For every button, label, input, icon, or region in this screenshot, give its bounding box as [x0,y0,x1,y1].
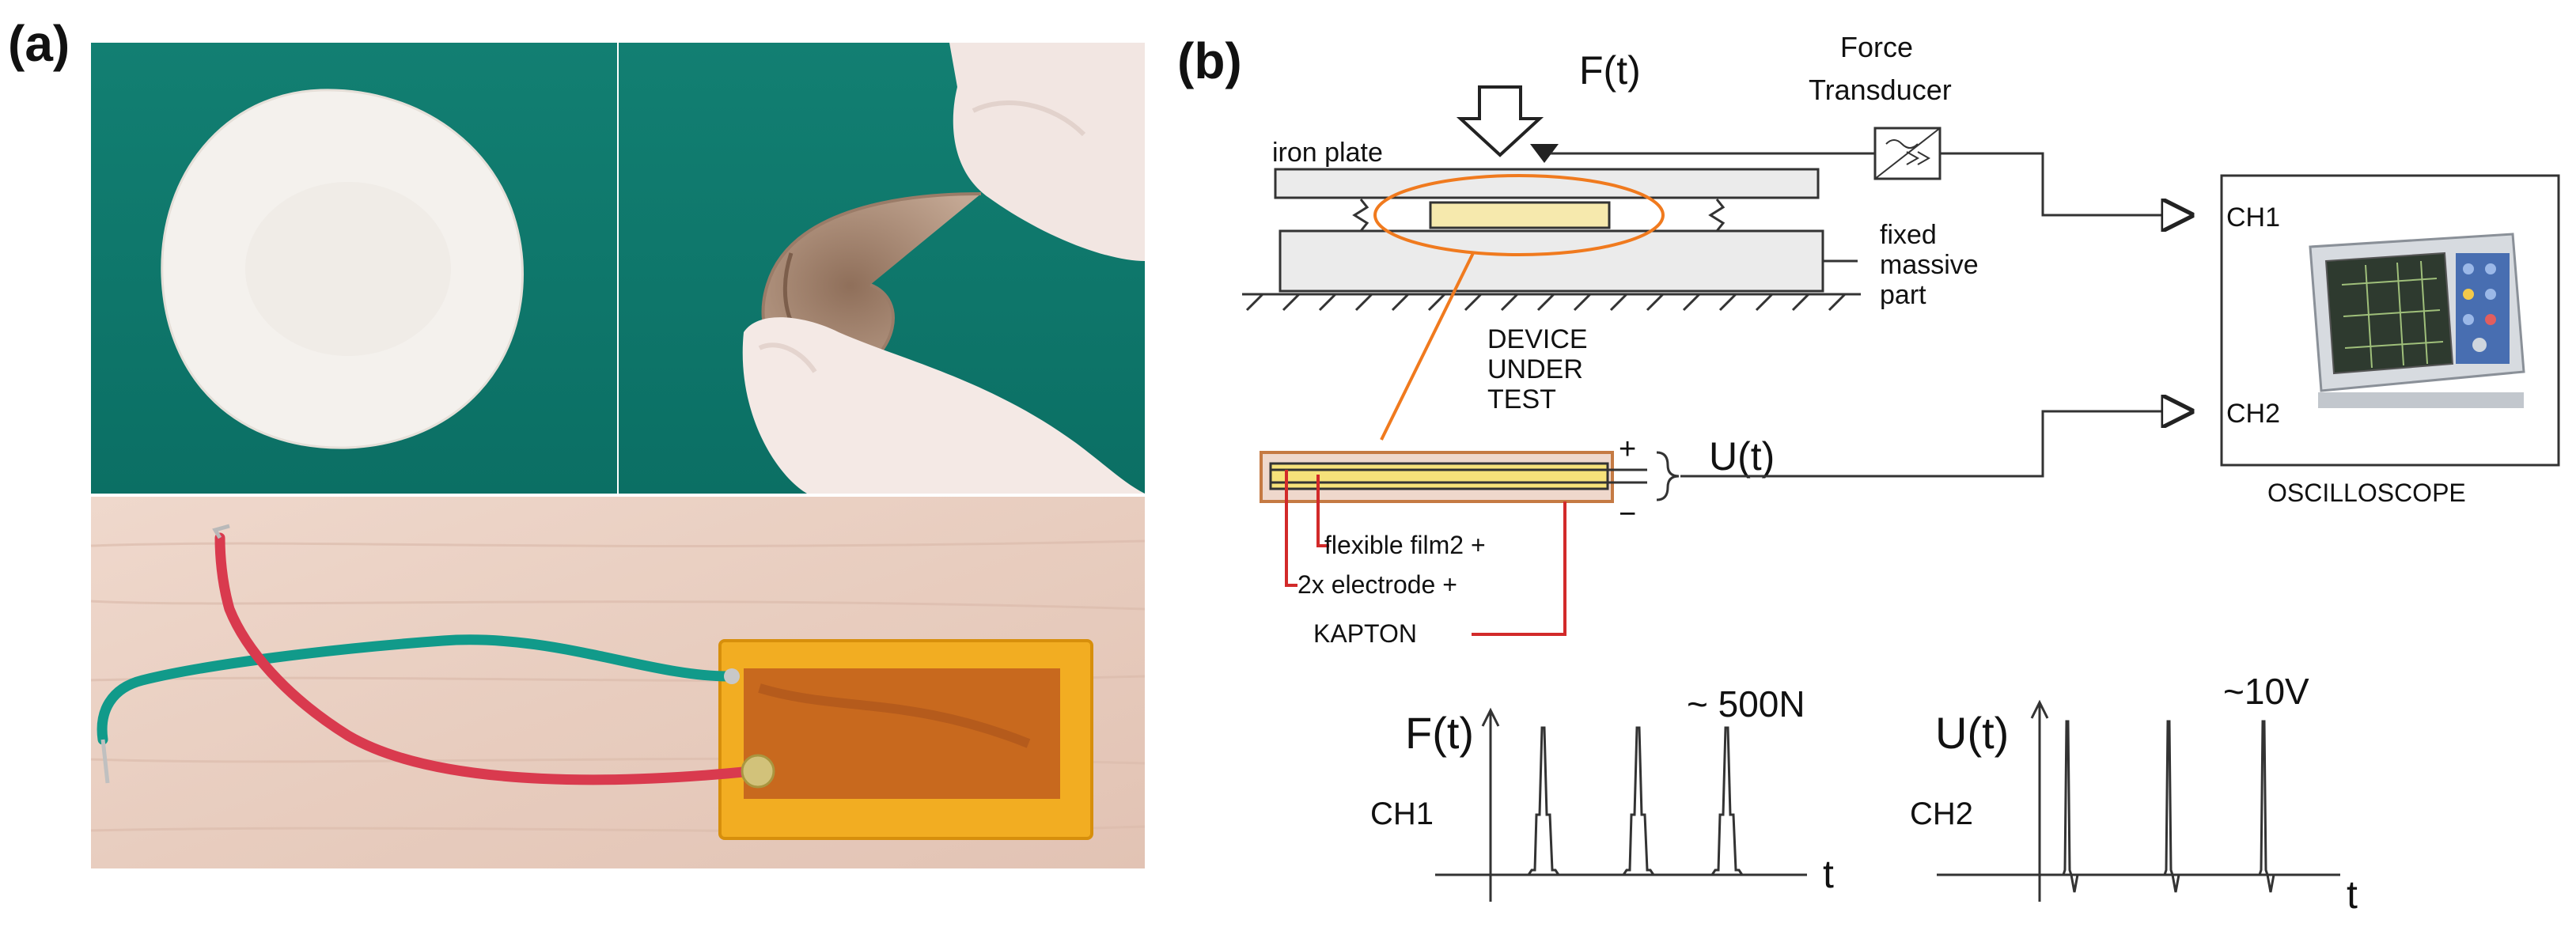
layer-annotation-lines [1285,470,1566,636]
voltage-pulse-3 [2258,720,2275,893]
voltage-pulse-2 [2163,720,2180,893]
layer-label-3: KAPTON [1313,619,1417,648]
voltage-pulse-1 [2062,720,2079,893]
photo-flexible-film [619,43,1145,494]
force-x-label: t [1823,852,1834,896]
ch1-connection [1940,152,2191,215]
force-pulse-1 [1527,726,1560,876]
ch1-label: CH1 [2226,202,2280,233]
waveform-voltage: U(t) CH2 ~10V t [1910,671,2358,917]
panel-label-a: (a) [8,15,70,72]
iron-plate-label: iron plate [1272,138,1383,168]
layer-label-1: flexible film2 + [1324,531,1486,559]
zoom-line [1380,252,1475,441]
indenter-tip [1530,144,1559,163]
force-label: F(t) [1579,48,1641,93]
dut-label-1: DEVICE [1487,324,1588,354]
fixed-label-2: massive [1880,250,1979,280]
ch2-waveform-label: CH2 [1910,797,1973,831]
voltage-x-label: t [2347,872,2358,917]
ch1-waveform-label: CH1 [1370,797,1434,831]
minus-terminal: − [1619,498,1636,531]
spring-right [1708,199,1726,232]
force-pulse-2 [1622,726,1655,876]
ch2-label: CH2 [2226,399,2280,429]
force-pulse-3 [1710,726,1744,876]
iron-plate [1274,168,1820,199]
oscilloscope-label: OSCILLOSCOPE [2267,479,2466,507]
force-amplitude: ~ 500N [1687,683,1805,725]
transducer-label-1: Force [1840,31,1913,63]
voltage-label: U(t) [1709,434,1775,479]
voltage-amplitude: ~10V [2223,671,2309,712]
fixed-label-3: part [1880,280,1926,310]
highlight-ellipse [1373,174,1665,256]
photo-device [90,497,1146,868]
panel-label-b: (b) [1177,32,1242,89]
plus-terminal: + [1619,433,1636,466]
spring-left [1352,199,1369,232]
dut-label-3: TEST [1487,384,1556,414]
force-arrow [1456,85,1544,157]
electrode-stack [1269,462,1609,490]
dut-label-2: UNDER [1487,354,1583,384]
test-setup: F(t) iron plate fixed massive part [1242,31,2191,648]
ground-hatch [1245,293,1847,312]
layer-label-2: 2x electrode + [1297,570,1457,599]
force-y-label: F(t) [1405,708,1474,758]
oscilloscope-icon [2309,233,2525,408]
voltage-y-label: U(t) [1935,708,2009,758]
oscilloscope: CH1 CH2 OSCILLOSCOPE [2220,174,2560,507]
fixed-massive-part [1279,229,1824,293]
ch2-connection [1680,411,2191,478]
photo-disc [91,43,617,494]
transducer-label-2: Transducer [1809,74,1952,106]
device-under-test [1429,201,1611,229]
waveform-force: F(t) CH1 ~ 500N t [1370,683,1834,902]
fixed-label-1: fixed [1880,220,1937,250]
